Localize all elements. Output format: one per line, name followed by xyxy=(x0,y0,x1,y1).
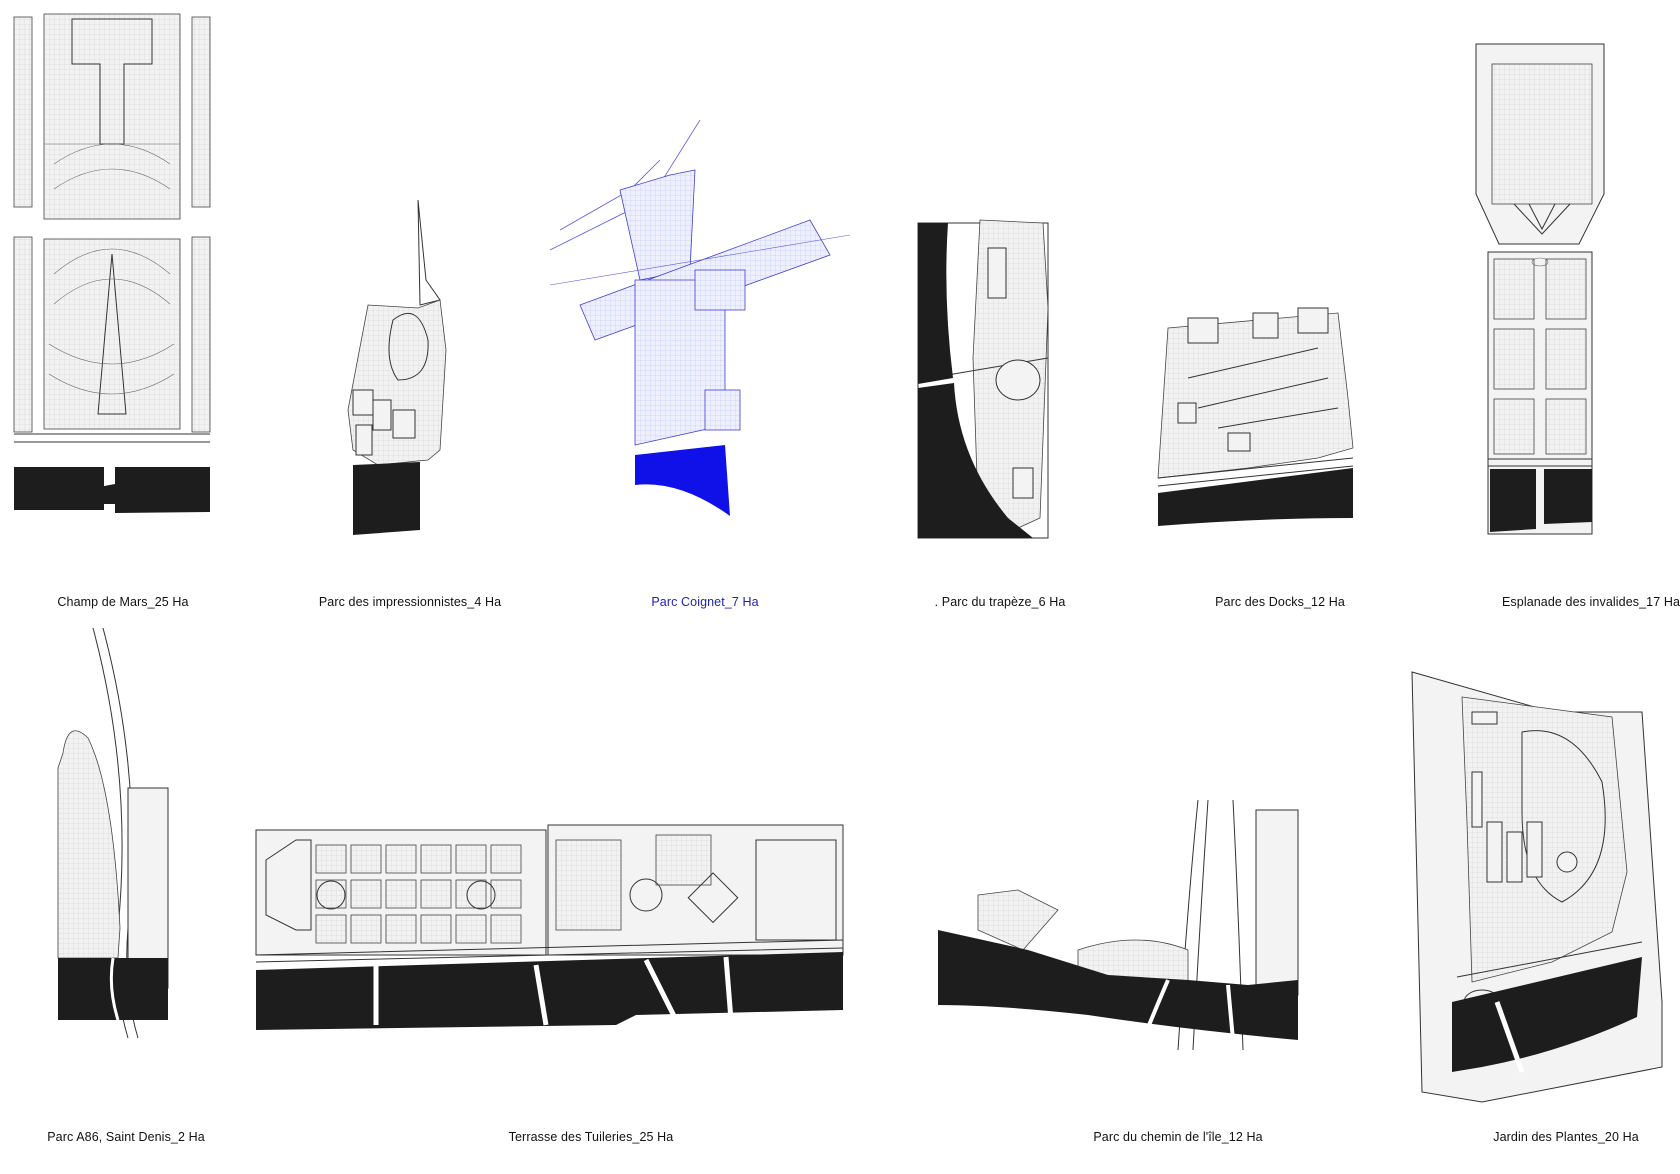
caption-terrasse-des-tuileries: Terrasse des Tuileries_25 Ha xyxy=(508,1130,674,1144)
caption-parc-a86: Parc A86, Saint Denis_2 Ha xyxy=(47,1130,205,1144)
caption-parc-coignet: Parc Coignet_7 Ha xyxy=(651,595,759,609)
plan-jardin-des-plantes xyxy=(1411,671,1663,1103)
plan-parc-du-trapeze xyxy=(917,208,1063,539)
caption-parc-du-chemin-de-lile: Parc du chemin de l'île_12 Ha xyxy=(1093,1130,1263,1144)
caption-parc-des-impressionnistes: Parc des impressionnistes_4 Ha xyxy=(318,595,502,609)
caption-champ-de-mars: Champ de Mars_25 Ha xyxy=(57,595,189,609)
caption-jardin-des-plantes: Jardin des Plantes_20 Ha xyxy=(1493,1130,1639,1144)
caption-parc-des-docks: Parc des Docks_12 Ha xyxy=(1215,595,1345,609)
plan-champ-de-mars xyxy=(13,13,211,514)
caption-esplanade-des-invalides: Esplanade des invalides_17 Ha xyxy=(1501,595,1680,609)
plan-esplanade-des-invalides xyxy=(1474,43,1609,535)
caption-parc-du-trapeze: . Parc du trapèze_6 Ha xyxy=(934,595,1066,609)
plan-terrasse-des-tuileries xyxy=(255,820,846,1030)
plan-parc-a86 xyxy=(57,627,178,1039)
plan-parc-coignet xyxy=(549,119,860,530)
plan-parc-des-impressionnistes xyxy=(347,199,458,540)
plan-parc-du-chemin-de-lile xyxy=(938,799,1318,1051)
plan-parc-des-docks xyxy=(1157,307,1358,533)
